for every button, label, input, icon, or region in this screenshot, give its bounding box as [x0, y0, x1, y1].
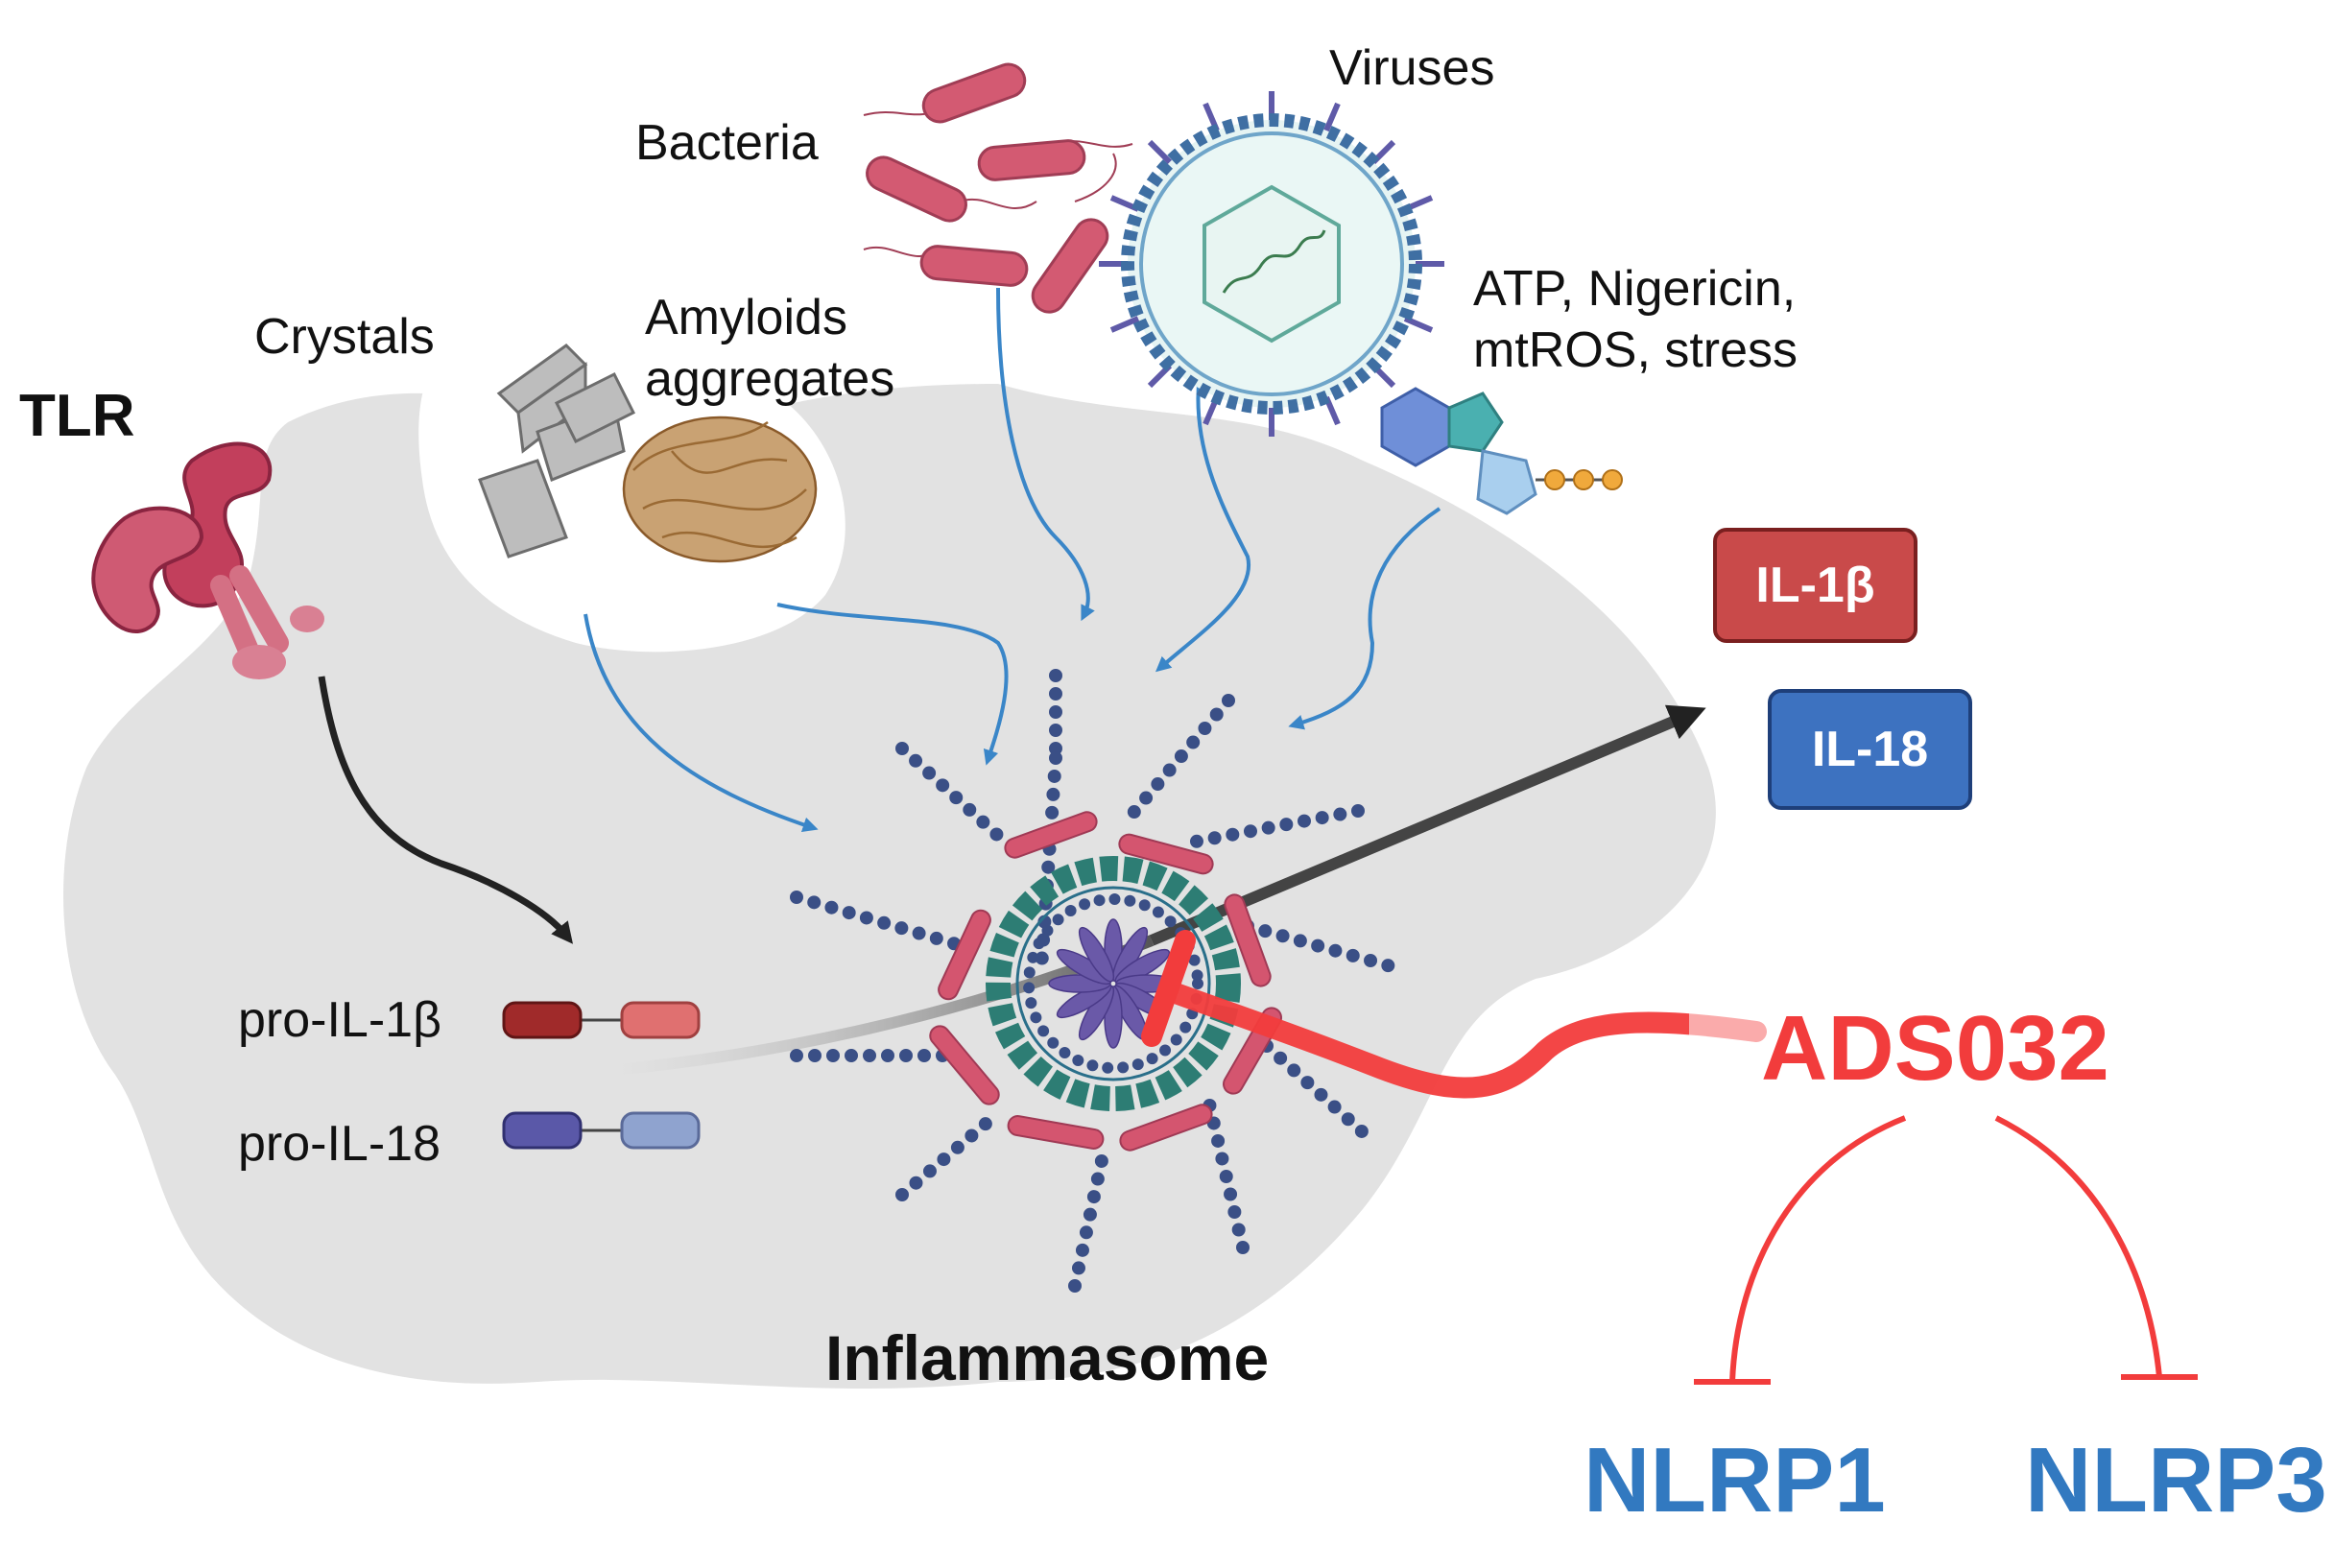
inflammasome-label: Inflammasome [825, 1322, 1270, 1393]
stimulus-arrows [584, 287, 1441, 833]
pro-il18-protein-icon [502, 1111, 701, 1150]
tlr-arrow [318, 676, 574, 944]
tlr-label: TLR [19, 383, 135, 449]
il18-box: IL-18 [1768, 689, 1972, 810]
atp-icon [1380, 387, 1623, 515]
ads032-inhibition [1141, 930, 1775, 1099]
pro-il1b-label: pro-IL-1β [238, 992, 441, 1048]
pro-il18-label: pro-IL-18 [238, 1116, 441, 1172]
viruses-label: Viruses [1329, 40, 1495, 96]
atp-label-line1: ATP, Nigericin, [1473, 261, 1797, 317]
il18-label: IL-18 [1811, 722, 1929, 777]
amyloids-label-line1: Amyloids [645, 290, 847, 345]
virus-icon [1099, 91, 1444, 437]
ads032-label: ADS032 [1761, 997, 2109, 1100]
il1b-label: IL-1β [1755, 558, 1875, 613]
cell-body [63, 384, 1716, 1390]
amyloid-aggregates-icon [622, 416, 818, 563]
nlrp-inhibition-arcs [1694, 1115, 2198, 1385]
secretion-arrow-tail [613, 935, 1155, 1076]
amyloids-label-line2: aggregates [645, 351, 895, 407]
pro-il1b-protein-icon [502, 1001, 701, 1039]
crystals-label: Crystals [254, 309, 435, 365]
crystals-icon [478, 344, 636, 558]
bacteria-icon [863, 62, 1133, 314]
atp-label-line2: mtROS, stress [1473, 322, 1798, 378]
nlrp1-label: NLRP1 [1584, 1429, 1886, 1532]
nlrp3-label: NLRP3 [2025, 1429, 2327, 1532]
bacteria-label: Bacteria [635, 115, 819, 171]
tlr-receptor-icon [91, 441, 324, 679]
inflammasome-complex-icon [790, 665, 1408, 1293]
il1b-box: IL-1β [1713, 528, 1917, 643]
